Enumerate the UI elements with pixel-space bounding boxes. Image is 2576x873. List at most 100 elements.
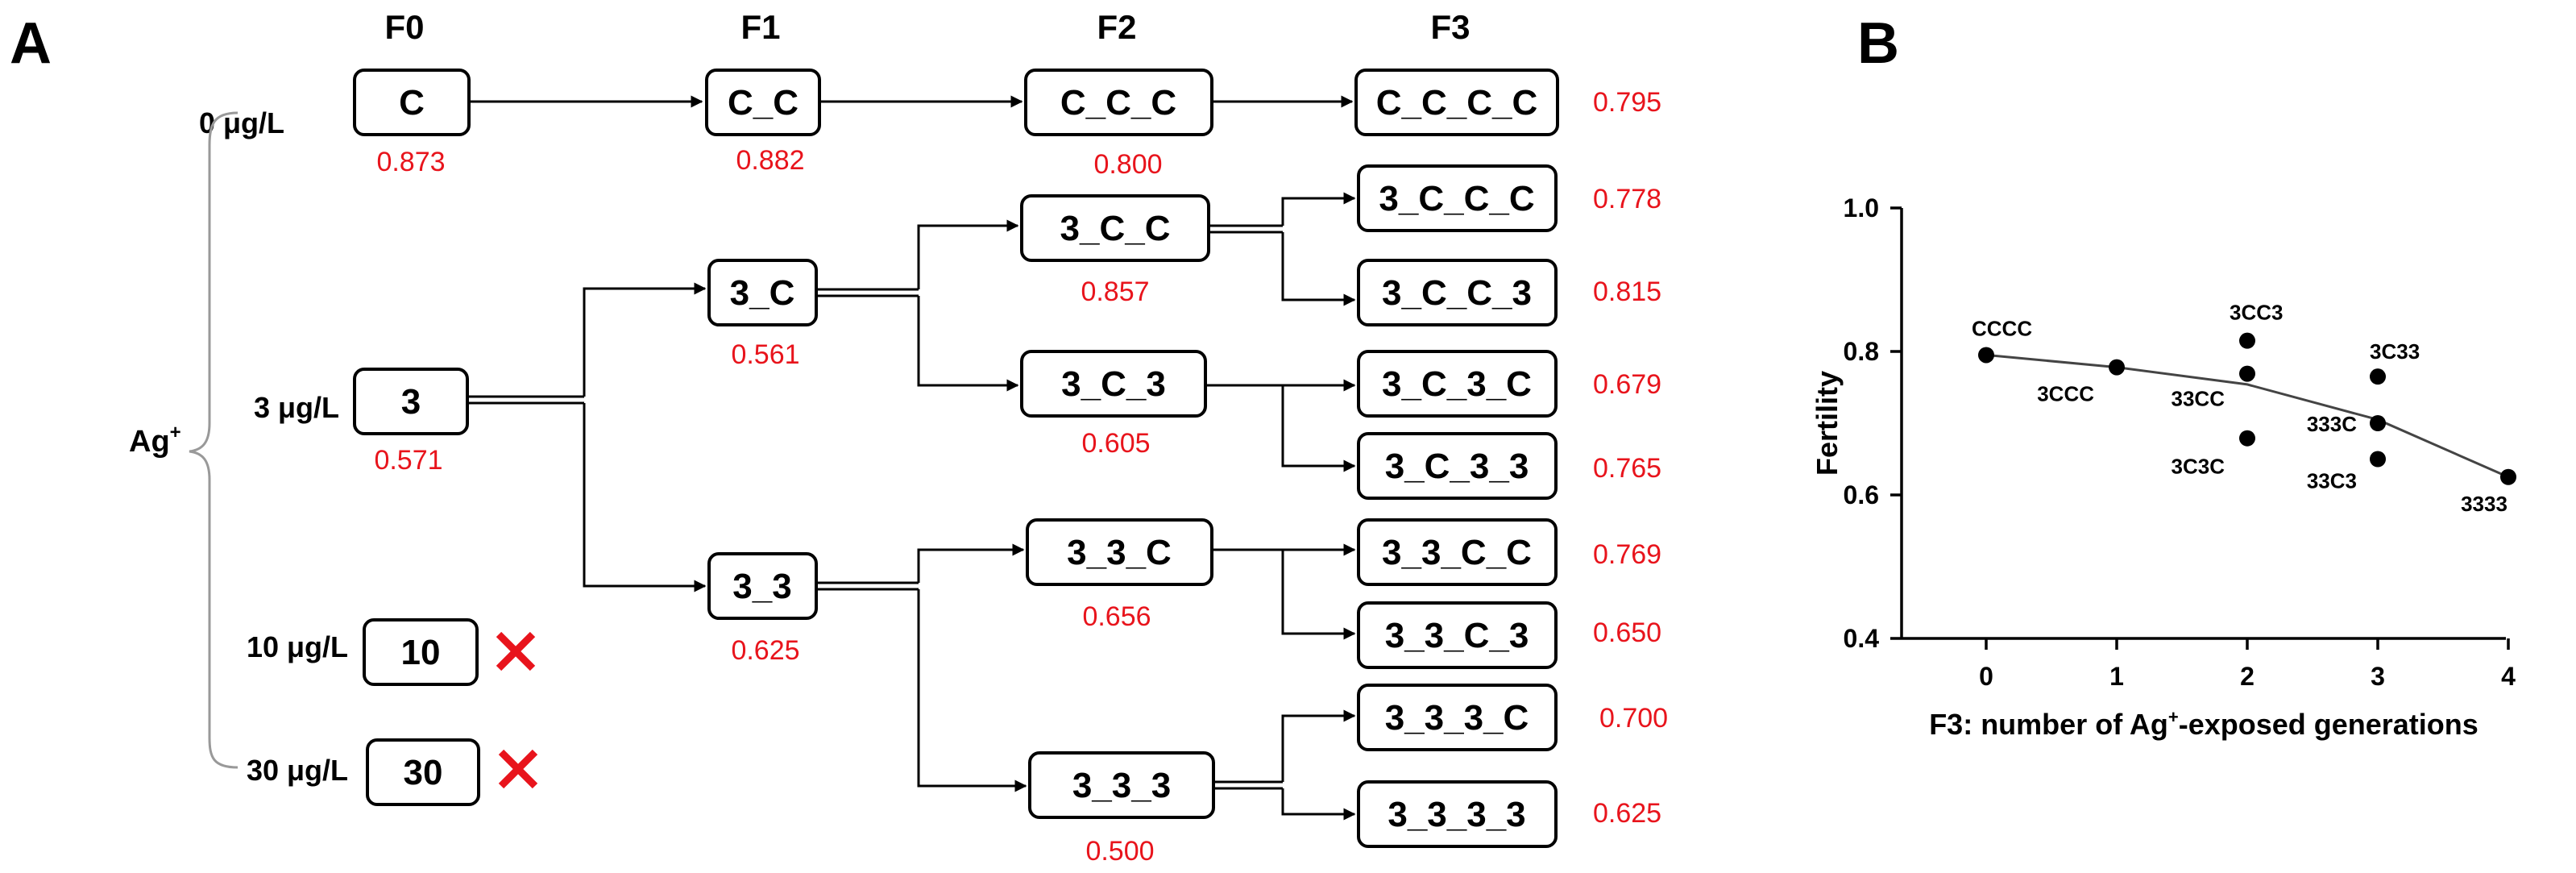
svg-text:10: 10 (401, 633, 441, 672)
y-tick-label: 1.0 (1844, 193, 1879, 222)
lethal-x-mark-30 (498, 749, 538, 789)
data-point-label: 33CC (2172, 387, 2225, 411)
svg-text:0.795: 0.795 (1593, 87, 1661, 118)
svg-text:3_C_C_C: 3_C_C_C (1379, 179, 1534, 218)
svg-text:0.800: 0.800 (1093, 149, 1162, 180)
svg-text:0.769: 0.769 (1593, 539, 1661, 570)
node-f1-3-c: 3_C 0.561 (707, 259, 818, 370)
x-tick-label: 2 (2240, 662, 2255, 691)
x-tick-label: 1 (2109, 662, 2124, 691)
node-f0-3: 3 0.571 (353, 368, 469, 476)
svg-text:C_C_C_C: C_C_C_C (1376, 83, 1538, 123)
data-point (2239, 365, 2255, 382)
svg-text:0.605: 0.605 (1081, 428, 1150, 459)
y-tick-label: 0.6 (1844, 480, 1879, 509)
svg-text:3_3_3_C: 3_3_3_C (1385, 698, 1529, 738)
svg-text:0.815: 0.815 (1593, 276, 1661, 307)
svg-text:0.500: 0.500 (1085, 836, 1154, 867)
svg-text:3_3_C: 3_3_C (1067, 533, 1172, 572)
svg-text:0.656: 0.656 (1082, 601, 1151, 632)
connectors (467, 95, 1356, 821)
conc-label-10: 10 μg/L (247, 630, 348, 663)
data-point (2239, 332, 2255, 349)
svg-text:3_3_C_3: 3_3_C_3 (1385, 616, 1529, 655)
node-f3-3-c-c-c: 3_C_C_C 0.778 (1357, 164, 1661, 232)
svg-text:3_3_3: 3_3_3 (1072, 766, 1171, 805)
gen-header-f3: F3 (1430, 8, 1470, 46)
svg-text:0.650: 0.650 (1593, 617, 1661, 648)
data-point (2239, 430, 2255, 447)
svg-text:0.857: 0.857 (1081, 276, 1149, 307)
panel-letter-b: B (1857, 11, 1899, 76)
panel-b: B 0.4 0.6 0.8 1.0 0 1 2 3 4 CCCC 3CCC 3CC3 33CC 3C3… (1811, 11, 2516, 741)
conc-label-3: 3 μg/L (254, 391, 339, 424)
node-f2-3-c-3: 3_C_3 0.605 (1020, 350, 1207, 459)
svg-text:3_C_3: 3_C_3 (1061, 364, 1166, 404)
data-point (2370, 368, 2386, 385)
panel-letter-a: A (10, 11, 52, 76)
svg-text:3_C_3_C: 3_C_3_C (1382, 364, 1532, 404)
node-f2-c-c-c: C_C_C 0.800 (1024, 69, 1213, 180)
svg-text:C_C_C: C_C_C (1060, 83, 1176, 123)
node-f0-10: 10 (363, 618, 479, 686)
node-f2-3-c-c: 3_C_C 0.857 (1020, 194, 1210, 307)
fertility-chart: 0.4 0.6 0.8 1.0 0 1 2 3 4 CCCC 3CCC 3CC3 33CC 3C3C 3… (1811, 193, 2516, 741)
ag-label: Ag+ (129, 422, 181, 459)
x-tick-label: 0 (1979, 662, 1993, 691)
svg-text:3_C_C: 3_C_C (1060, 209, 1171, 248)
y-tick-label: 0.8 (1844, 337, 1879, 366)
gen-header-f2: F2 (1097, 8, 1136, 46)
svg-text:3_3: 3_3 (732, 567, 791, 606)
svg-text:0.571: 0.571 (374, 445, 442, 476)
conc-label-30: 30 μg/L (247, 754, 348, 787)
node-f3-3-3-3-c: 3_3_3_C 0.700 (1357, 684, 1668, 751)
x-tick-label: 3 (2371, 662, 2385, 691)
y-tick-label: 0.4 (1844, 624, 1880, 653)
svg-text:3_C: 3_C (730, 273, 795, 313)
data-point-label: 3C3C (2172, 455, 2225, 479)
data-point-label: 3333 (2461, 492, 2508, 516)
gen-header-f0: F0 (384, 8, 424, 46)
data-point-label: 3CCC (2037, 382, 2094, 406)
data-point-label: 3CC3 (2230, 301, 2283, 325)
data-point (2370, 415, 2386, 431)
node-f3-3-c-c-3: 3_C_C_3 0.815 (1357, 259, 1661, 326)
panel-a: A F0 F1 F2 F3 0 μg/L 3 μg/L 10 μg/L 30 μ… (10, 8, 1668, 867)
node-f3-3-3-c-3: 3_3_C_3 0.650 (1357, 601, 1661, 669)
svg-text:0.561: 0.561 (731, 339, 799, 370)
data-point (1978, 347, 1994, 364)
svg-text:0.765: 0.765 (1593, 453, 1661, 484)
gen-header-f1: F1 (740, 8, 780, 46)
node-f3-3-c-3-c: 3_C_3_C 0.679 (1357, 350, 1661, 418)
lethal-x-mark-10 (496, 631, 536, 671)
svg-text:C: C (399, 83, 425, 123)
svg-text:3_3_C_C: 3_3_C_C (1382, 533, 1532, 572)
concentration-brace (189, 111, 239, 769)
x-axis-title: F3: number of Ag+-exposed generations (1929, 707, 2479, 741)
trend-line (1985, 353, 2509, 479)
data-point (2109, 359, 2125, 376)
data-point (2500, 468, 2516, 485)
node-f3-c-c-c-c: C_C_C_C 0.795 (1354, 69, 1661, 136)
svg-text:0.625: 0.625 (731, 635, 799, 666)
svg-text:0.679: 0.679 (1593, 369, 1661, 400)
conc-label-0: 0 μg/L (199, 106, 284, 139)
x-tick-label: 4 (2501, 662, 2516, 691)
svg-text:3_C_C_3: 3_C_C_3 (1382, 273, 1532, 313)
svg-text:3: 3 (401, 382, 421, 422)
node-f0-30: 30 (366, 738, 480, 806)
data-point-label: 3C33 (2370, 339, 2420, 364)
node-f2-3-3-3: 3_3_3 0.500 (1028, 751, 1215, 867)
svg-text:3_3_3_3: 3_3_3_3 (1388, 795, 1525, 834)
svg-text:C_C: C_C (728, 83, 799, 123)
svg-text:30: 30 (404, 753, 443, 792)
node-f1-3-3: 3_3 0.625 (707, 552, 818, 666)
data-point-label: 33C3 (2307, 469, 2357, 493)
svg-text:0.625: 0.625 (1593, 798, 1661, 829)
svg-text:3_C_3_3: 3_C_3_3 (1385, 447, 1529, 486)
data-point-label: CCCC (1972, 316, 2032, 340)
y-axis-title: Fertility (1811, 371, 1844, 476)
svg-text:0.882: 0.882 (736, 145, 804, 176)
svg-text:0.700: 0.700 (1599, 703, 1668, 734)
